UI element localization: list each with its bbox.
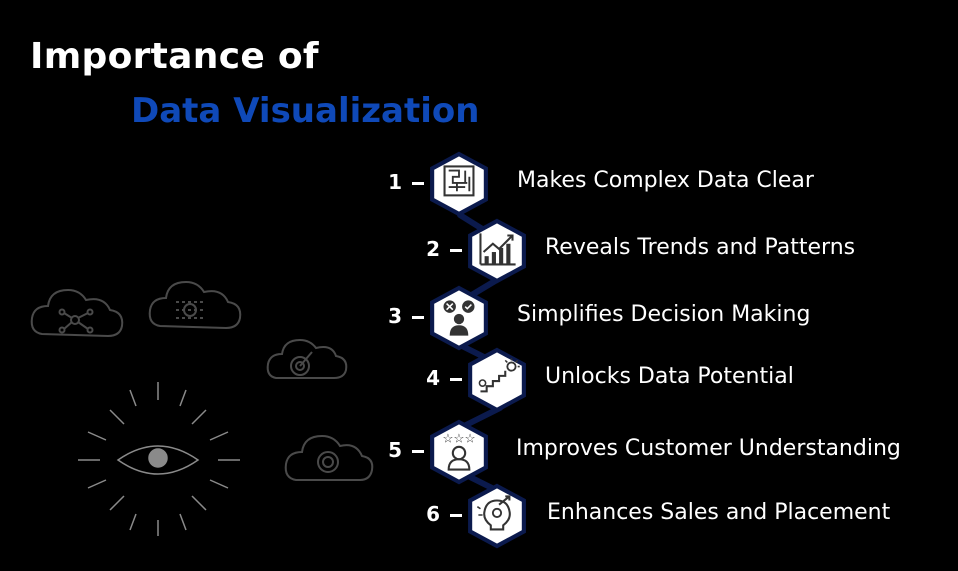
growth-chart-icon bbox=[479, 233, 516, 266]
customer-rating-icon: ☆☆☆ bbox=[442, 431, 476, 471]
network-cloud-icon bbox=[30, 288, 124, 338]
item-number: 6 bbox=[426, 502, 440, 526]
svg-text:☆☆☆: ☆☆☆ bbox=[442, 431, 475, 446]
hexagon-badge bbox=[468, 218, 526, 284]
item-label: Improves Customer Understanding bbox=[516, 436, 901, 461]
target-cloud-icon bbox=[266, 338, 348, 379]
title-line-1: Importance of bbox=[30, 36, 319, 77]
hexagon-badge bbox=[430, 285, 488, 351]
maze-icon bbox=[443, 165, 475, 197]
eye-icon bbox=[78, 382, 240, 536]
list-item: 5 ☆☆☆ Improves Customer Understanding bbox=[0, 419, 958, 485]
item-dash bbox=[412, 182, 424, 185]
item-dash bbox=[412, 316, 424, 319]
item-dash bbox=[450, 514, 462, 517]
title-line-2: Data Visualization bbox=[131, 91, 480, 131]
list-item: 4 Unlocks Data Potential bbox=[0, 347, 958, 413]
item-number: 5 bbox=[388, 438, 402, 462]
hexagon-badge: ☆☆☆ bbox=[430, 419, 488, 485]
item-number: 4 bbox=[426, 366, 440, 390]
item-dash bbox=[450, 249, 462, 252]
list-item: 6 Enhances Sales and Placement bbox=[0, 483, 958, 549]
hexagon-badge bbox=[468, 483, 526, 549]
steps-bulb-icon bbox=[478, 358, 520, 393]
item-label: Simplifies Decision Making bbox=[517, 302, 811, 327]
item-label: Reveals Trends and Patterns bbox=[545, 235, 856, 260]
item-number: 2 bbox=[426, 237, 440, 261]
list-item: 2 Reveals Trends and Patterns bbox=[0, 218, 958, 284]
list-item: 1 Makes Complex Data Clear bbox=[0, 151, 958, 217]
list-item: 3 Simplifies Decision Making bbox=[0, 285, 958, 351]
hexagon-badge bbox=[430, 151, 488, 217]
item-label: Makes Complex Data Clear bbox=[517, 168, 814, 193]
item-number: 1 bbox=[388, 170, 402, 194]
bulb-gear-arrow-icon bbox=[476, 495, 511, 531]
item-label: Enhances Sales and Placement bbox=[547, 500, 891, 525]
money-gear-cloud-icon bbox=[284, 434, 374, 481]
item-dash bbox=[450, 378, 462, 381]
item-number: 3 bbox=[388, 304, 402, 328]
decision-person-icon bbox=[443, 300, 475, 336]
item-label: Unlocks Data Potential bbox=[545, 364, 794, 389]
hexagon-badge bbox=[468, 347, 526, 413]
binary-cloud-icon bbox=[148, 280, 242, 330]
item-dash bbox=[412, 450, 424, 453]
